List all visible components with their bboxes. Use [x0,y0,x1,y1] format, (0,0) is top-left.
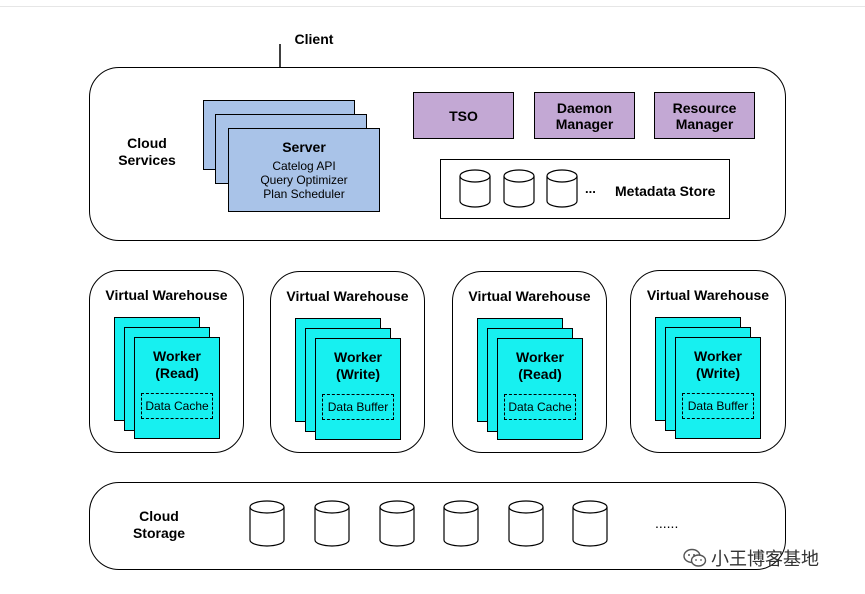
storage-db-icon-2 [314,500,350,547]
server-title: Server [282,139,326,155]
metadata-db-icon-3 [546,169,578,208]
watermark: 小王博客基地 [683,545,819,571]
virtual-warehouse-title: Virtual Warehouse [105,287,228,303]
daemon-manager-box: Daemon Manager [534,92,635,139]
virtual-warehouse-3: Virtual Warehouse Worker (Read) Data Cac… [452,271,607,453]
server-line-optimizer: Query Optimizer [260,173,348,187]
worker-card-front: Worker (Read) Data Cache [134,337,220,439]
metadata-store-box: ... Metadata Store [440,159,730,219]
server-card-front: Server Catelog API Query Optimizer Plan … [228,128,380,212]
worker-label: Worker (Write) [694,348,742,381]
data-buffer-box: Data Buffer [682,393,754,419]
virtual-warehouse-title: Virtual Warehouse [646,287,770,303]
storage-db-icon-4 [443,500,479,547]
metadata-store-label: Metadata Store [615,183,716,199]
cloud-storage-label: Cloud Storage [132,508,186,541]
cloud-services-label: Cloud Services [118,135,176,168]
watermark-text: 小王博客基地 [711,549,819,569]
virtual-warehouse-2: Virtual Warehouse Worker (Write) Data Bu… [270,271,425,453]
storage-db-icon-3 [379,500,415,547]
server-line-scheduler: Plan Scheduler [263,187,345,201]
data-cache-box: Data Cache [504,394,576,420]
storage-ellipsis: ...... [655,515,679,531]
client-label: Client [294,31,334,47]
resource-manager-box: Resource Manager [654,92,755,139]
virtual-warehouse-1: Virtual Warehouse Worker (Read) Data Cac… [89,270,244,453]
metadata-ellipsis: ... [585,181,596,196]
tso-box: TSO [413,92,514,139]
worker-card-front: Worker (Write) Data Buffer [675,337,761,439]
server-line-catalog: Catelog API [272,159,336,173]
top-divider [0,6,865,7]
metadata-db-icon-1 [459,169,491,208]
virtual-warehouse-title: Virtual Warehouse [286,288,409,304]
worker-label: Worker (Read) [516,349,564,382]
storage-db-icon-6 [572,500,608,547]
worker-card-front: Worker (Read) Data Cache [497,338,583,440]
storage-db-icon-5 [508,500,544,547]
worker-card-front: Worker (Write) Data Buffer [315,338,401,440]
metadata-db-icon-2 [503,169,535,208]
virtual-warehouse-4: Virtual Warehouse Worker (Write) Data Bu… [630,270,786,453]
data-cache-box: Data Cache [141,393,213,419]
cloud-storage-panel [89,482,786,570]
virtual-warehouse-title: Virtual Warehouse [468,288,591,304]
wechat-icon [683,548,707,567]
worker-label: Worker (Write) [334,349,382,382]
storage-db-icon-1 [249,500,285,547]
data-buffer-box: Data Buffer [322,394,394,420]
worker-label: Worker (Read) [153,348,201,381]
